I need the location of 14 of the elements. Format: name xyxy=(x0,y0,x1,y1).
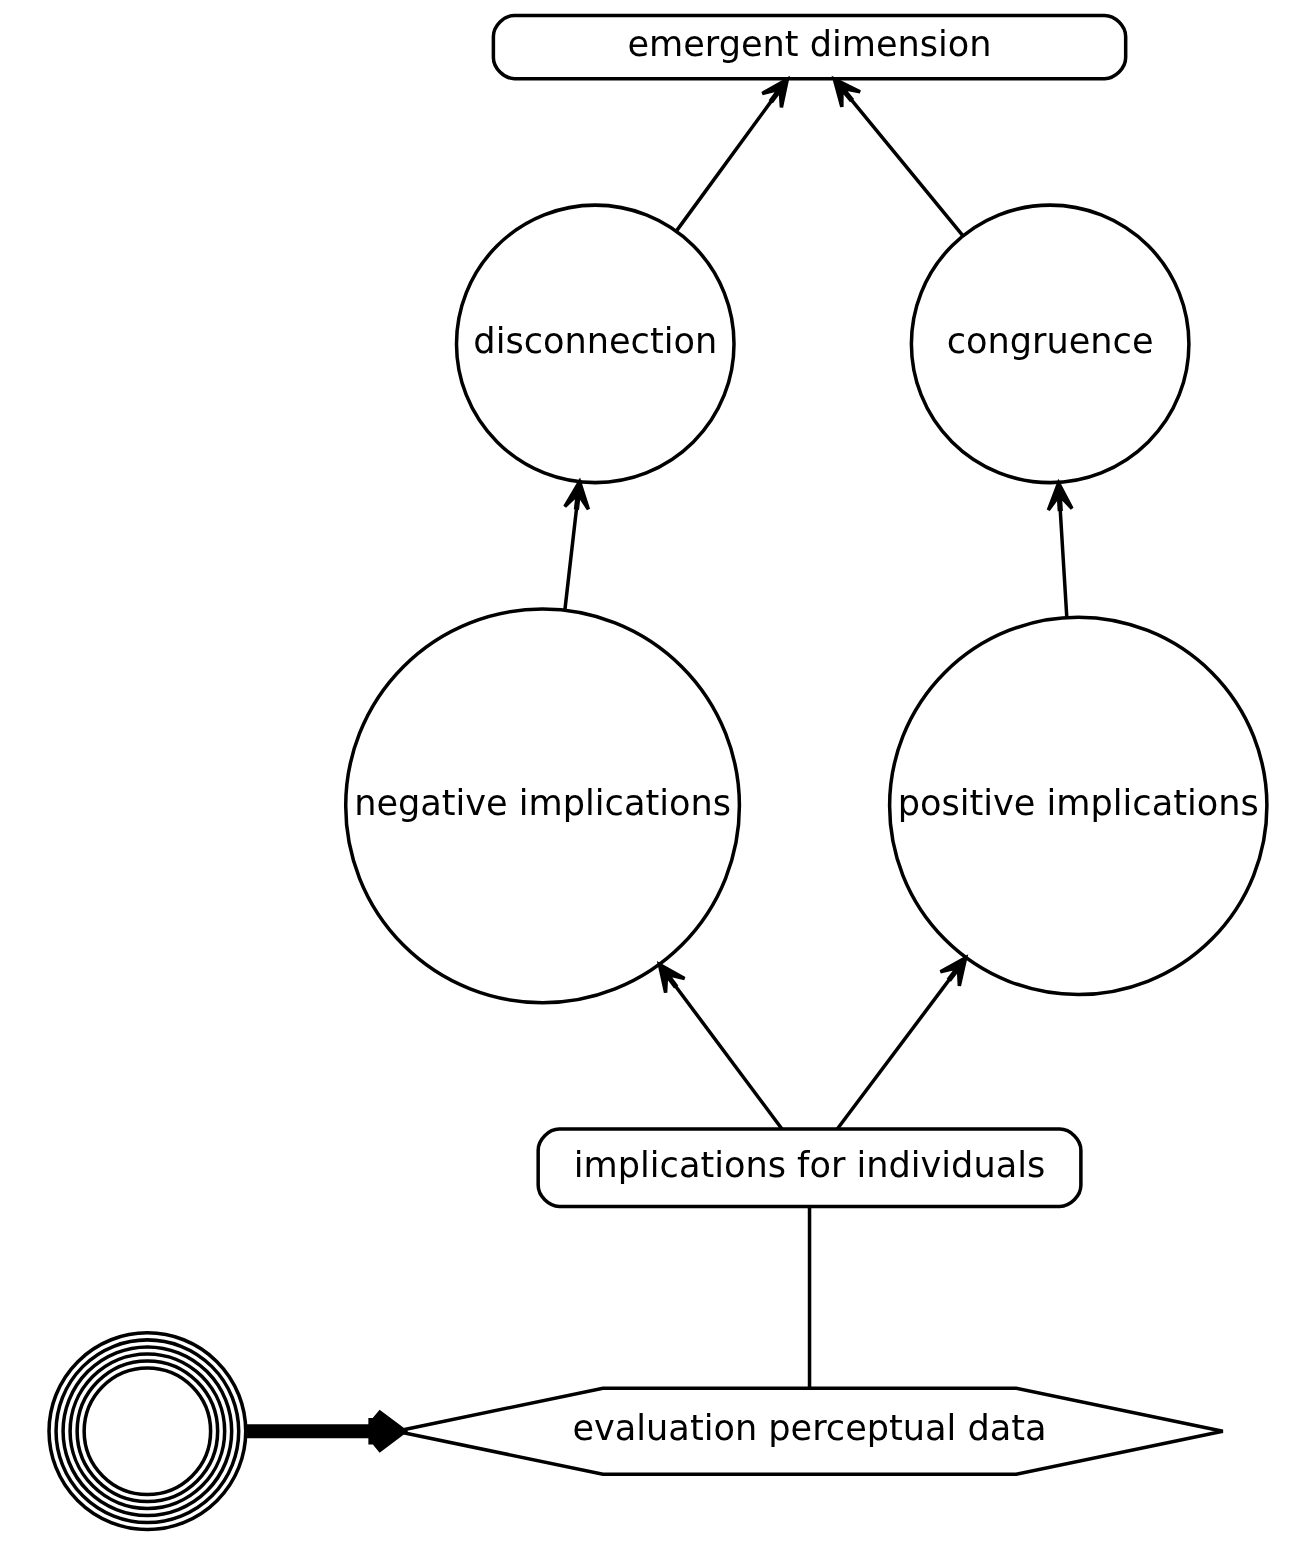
node-circle: congruence xyxy=(909,203,1191,485)
arrow xyxy=(835,956,967,1131)
node-circle: negative implications xyxy=(343,607,741,1005)
connector xyxy=(807,1206,811,1388)
arrow xyxy=(562,480,590,611)
arrow xyxy=(1046,481,1074,618)
arrow xyxy=(657,962,783,1131)
arrow xyxy=(832,77,964,237)
node-box: emergent dimension xyxy=(491,13,1127,81)
node-circle xyxy=(46,1331,247,1532)
node-circle: disconnection xyxy=(454,203,736,485)
node-box: implications for individuals xyxy=(535,1127,1083,1209)
node-circle: positive implications xyxy=(887,615,1269,997)
arrow xyxy=(674,77,789,232)
